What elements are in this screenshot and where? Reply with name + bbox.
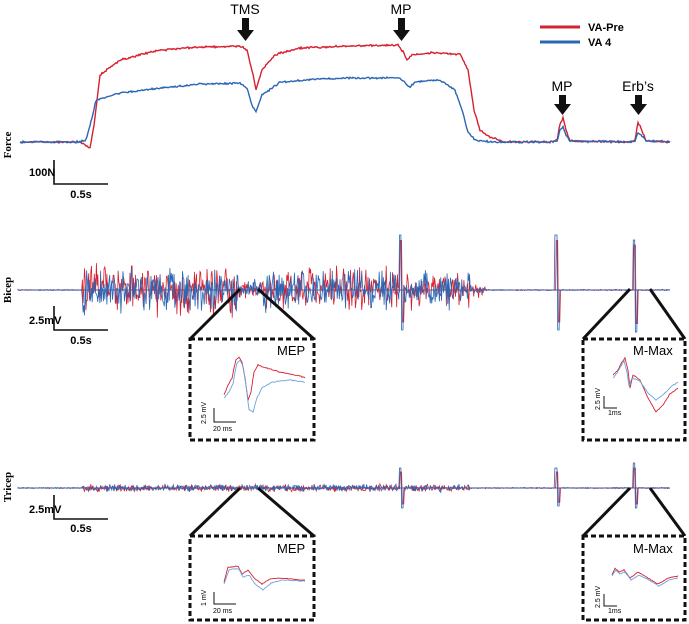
scale-bar-force: 100N 0.5s: [29, 160, 108, 201]
inset-trace-va-4: [612, 359, 679, 402]
scale-bar-x-label: 0.5s: [70, 335, 91, 347]
scale-bar-tricep: 2.5mV 0.5s: [29, 495, 108, 535]
inset-title: MEP: [277, 541, 305, 556]
inset-scale-y: 1 mV: [201, 589, 208, 606]
scale-bar-y-label: 100N: [29, 167, 55, 179]
force-trace-va-4: [19, 76, 671, 145]
inset-trace-va-4: [611, 569, 679, 587]
arrow-down-icon: [554, 95, 571, 115]
event-label: MP: [391, 1, 412, 17]
legend-label-va-4: VA 4: [588, 37, 612, 49]
inset-scale-x: 1ms: [608, 410, 622, 417]
arrow-down-icon: [393, 18, 410, 41]
tricep-panel: 2.5mV 0.5s: [17, 462, 670, 535]
force-panel: 100N 0.5s: [19, 43, 671, 201]
inset-scale-x: 20 ms: [213, 426, 233, 433]
inset-scale-x: 20 ms: [213, 608, 233, 615]
inset-scale-y: 2.5 mV: [201, 401, 208, 424]
inset-bicep-mmax: M-Max 2.5 mV 1ms: [581, 337, 687, 442]
row-label-tricep: Tricep: [2, 472, 14, 502]
row-label-force: Force: [2, 132, 14, 159]
inset-trace-va-pre: [223, 356, 306, 401]
inset-tricep-mmax: M-Max 2.5 mV 1ms: [581, 534, 687, 622]
inset-title: M-Max: [633, 343, 673, 358]
inset-scale-y: 2.5 mV: [595, 585, 602, 608]
scale-bar-bicep: 2.5mV 0.5s: [29, 306, 108, 347]
scale-bar-x-label: 0.5s: [70, 189, 91, 201]
event-marker-erbs: Erb’s: [622, 78, 654, 115]
arrow-down-icon: [237, 18, 254, 41]
row-label-bicep: Bicep: [2, 277, 14, 303]
arrow-down-icon: [630, 95, 647, 115]
inset-scale-x: 1ms: [608, 608, 622, 615]
tricep-emg-trace-va-4: [17, 462, 670, 509]
inset-title: MEP: [277, 343, 305, 358]
bicep-panel: 2.5mV 0.5s: [17, 234, 671, 347]
event-label: MP: [552, 78, 573, 94]
event-marker-mp-2: MP: [552, 78, 573, 115]
scale-bar-y-label: 2.5mV: [29, 315, 62, 327]
event-marker-tms: TMS: [230, 1, 260, 41]
legend-label-va-pre: VA-Pre: [588, 22, 624, 34]
zoom-connectors: [188, 287, 687, 538]
inset-trace-va-pre: [223, 565, 306, 586]
inset-trace-va-4: [223, 359, 306, 414]
scale-bar-x-label: 0.5s: [70, 523, 91, 535]
event-label: TMS: [230, 1, 260, 17]
event-label: Erb’s: [622, 78, 654, 94]
inset-scale-y: 2.5 mV: [595, 387, 602, 410]
scale-bar-y-label: 2.5mV: [29, 504, 62, 516]
inset-tricep-mep: MEP 1 mV 20 ms: [188, 534, 316, 622]
legend: VA-Pre VA 4: [540, 22, 624, 49]
event-marker-mp-1: MP: [391, 1, 412, 41]
force-trace-va-pre: [19, 43, 671, 149]
inset-trace-va-pre: [612, 356, 679, 413]
bicep-emg-trace-va-4: [17, 234, 671, 333]
inset-trace-va-pre: [611, 567, 679, 585]
inset-title: M-Max: [633, 541, 673, 556]
inset-trace-va-4: [223, 568, 306, 591]
inset-bicep-mep: MEP 2.5 mV 20 ms: [188, 337, 316, 442]
